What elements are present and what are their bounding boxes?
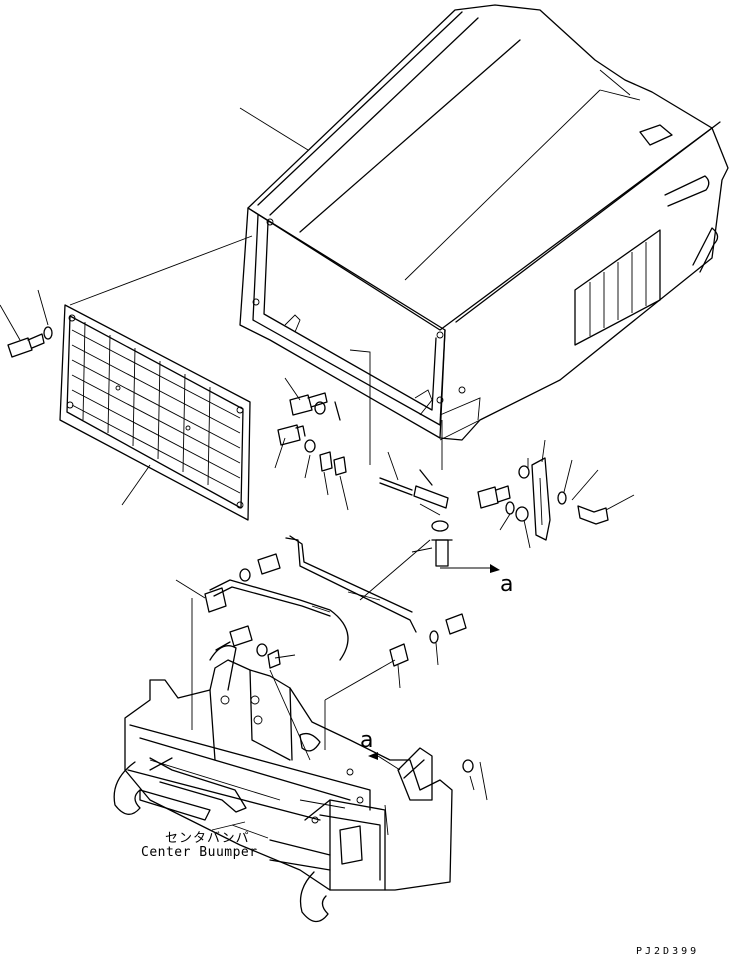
hood-latch-assembly (349, 349, 500, 573)
center-bumper-label-en: Center Buumper (141, 845, 258, 860)
center-bumper-label-jp: センタバンパ (165, 831, 250, 846)
front-grille (59, 235, 253, 521)
hood-mount-hardware (274, 377, 349, 511)
hood-support-rods (175, 535, 467, 761)
lower-frame-center-bumper (113, 641, 488, 923)
engine-hood (239, 4, 729, 441)
reference-mark-a-bottom: a (360, 728, 374, 753)
drawing-code: PJ2D399 (636, 946, 700, 957)
reference-mark-a-top: a (500, 572, 514, 597)
side-bracket-hardware (439, 419, 635, 549)
grille-bolt-washer (0, 289, 53, 358)
